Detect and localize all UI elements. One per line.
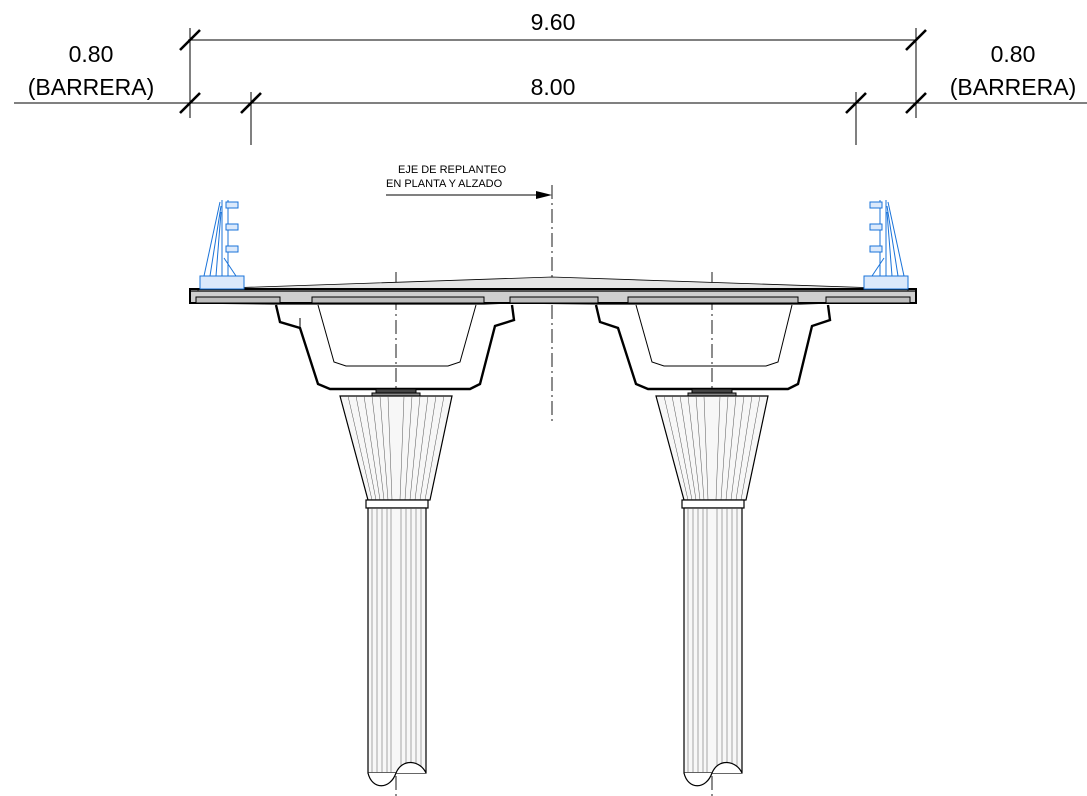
deck-width-label: 8.00	[531, 74, 576, 100]
left-barrier-value: 0.80	[69, 41, 114, 67]
left-barrier	[199, 200, 245, 290]
right-bearing	[687, 388, 737, 397]
right-box-girder	[594, 304, 832, 391]
left-barrier-label: (BARRERA)	[28, 74, 155, 100]
total-width-label: 9.60	[531, 9, 576, 35]
right-pier-cap	[655, 395, 769, 509]
right-barrier	[863, 200, 909, 290]
left-box-girder	[274, 304, 516, 391]
right-barrier-label: (BARRERA)	[950, 74, 1077, 100]
left-pier-cap	[339, 395, 453, 509]
axis-note-leader-arrow	[386, 191, 552, 199]
left-bearing	[371, 388, 421, 397]
axis-note-line2: EN PLANTA Y ALZADO	[386, 178, 503, 190]
dimension-lines	[14, 28, 1087, 145]
left-pier-column	[367, 507, 427, 787]
deck-slab	[189, 276, 917, 305]
axis-note-line1: EJE DE REPLANTEO	[398, 164, 507, 176]
right-pier-column	[683, 507, 743, 787]
right-barrier-value: 0.80	[991, 41, 1036, 67]
